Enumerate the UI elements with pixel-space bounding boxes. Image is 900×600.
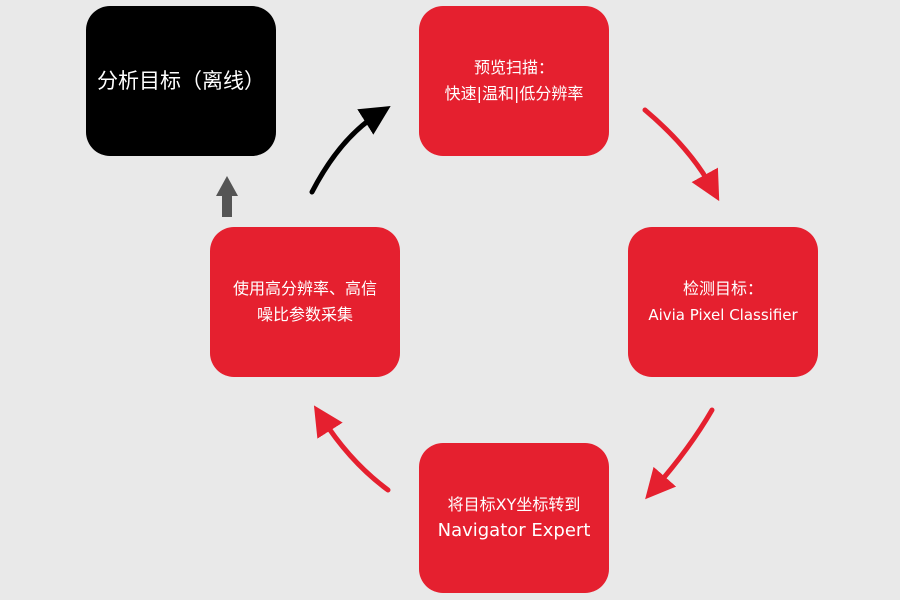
step-transfer-detail: Navigator Expert xyxy=(437,520,591,541)
step-acquire-detail: 噪比参数采集 xyxy=(256,305,353,324)
step-transfer-box: 将目标XY坐标转到 Navigator Expert xyxy=(419,443,609,593)
arrow-detect-to-transfer xyxy=(645,407,715,500)
step-detect-box: 检测目标： Aivia Pixel Classifier xyxy=(628,227,818,377)
step-detect-detail: Aivia Pixel Classifier xyxy=(648,306,798,324)
step-acquire-box: 使用高分辨率、高信 噪比参数采集 xyxy=(210,227,400,377)
arrow-acquire-to-preview xyxy=(309,105,391,195)
arrow-up-to-analysis xyxy=(216,176,238,217)
arrow-preview-to-detect xyxy=(642,107,720,202)
step-acquire-title: 使用高分辨率、高信 xyxy=(232,279,377,298)
step-preview-box: 预览扫描： 快速|温和|低分辨率 xyxy=(419,6,609,156)
step-analyze-title: 分析目标（离线） xyxy=(97,69,265,93)
arrow-transfer-to-acquire xyxy=(313,405,391,493)
step-transfer-title: 将目标XY坐标转到 xyxy=(447,495,581,514)
step-analyze-box: 分析目标（离线） xyxy=(86,6,276,156)
step-preview-title: 预览扫描： xyxy=(473,58,554,77)
step-preview-detail: 快速|温和|低分辨率 xyxy=(444,84,584,103)
step-detect-title: 检测目标： xyxy=(682,279,763,298)
